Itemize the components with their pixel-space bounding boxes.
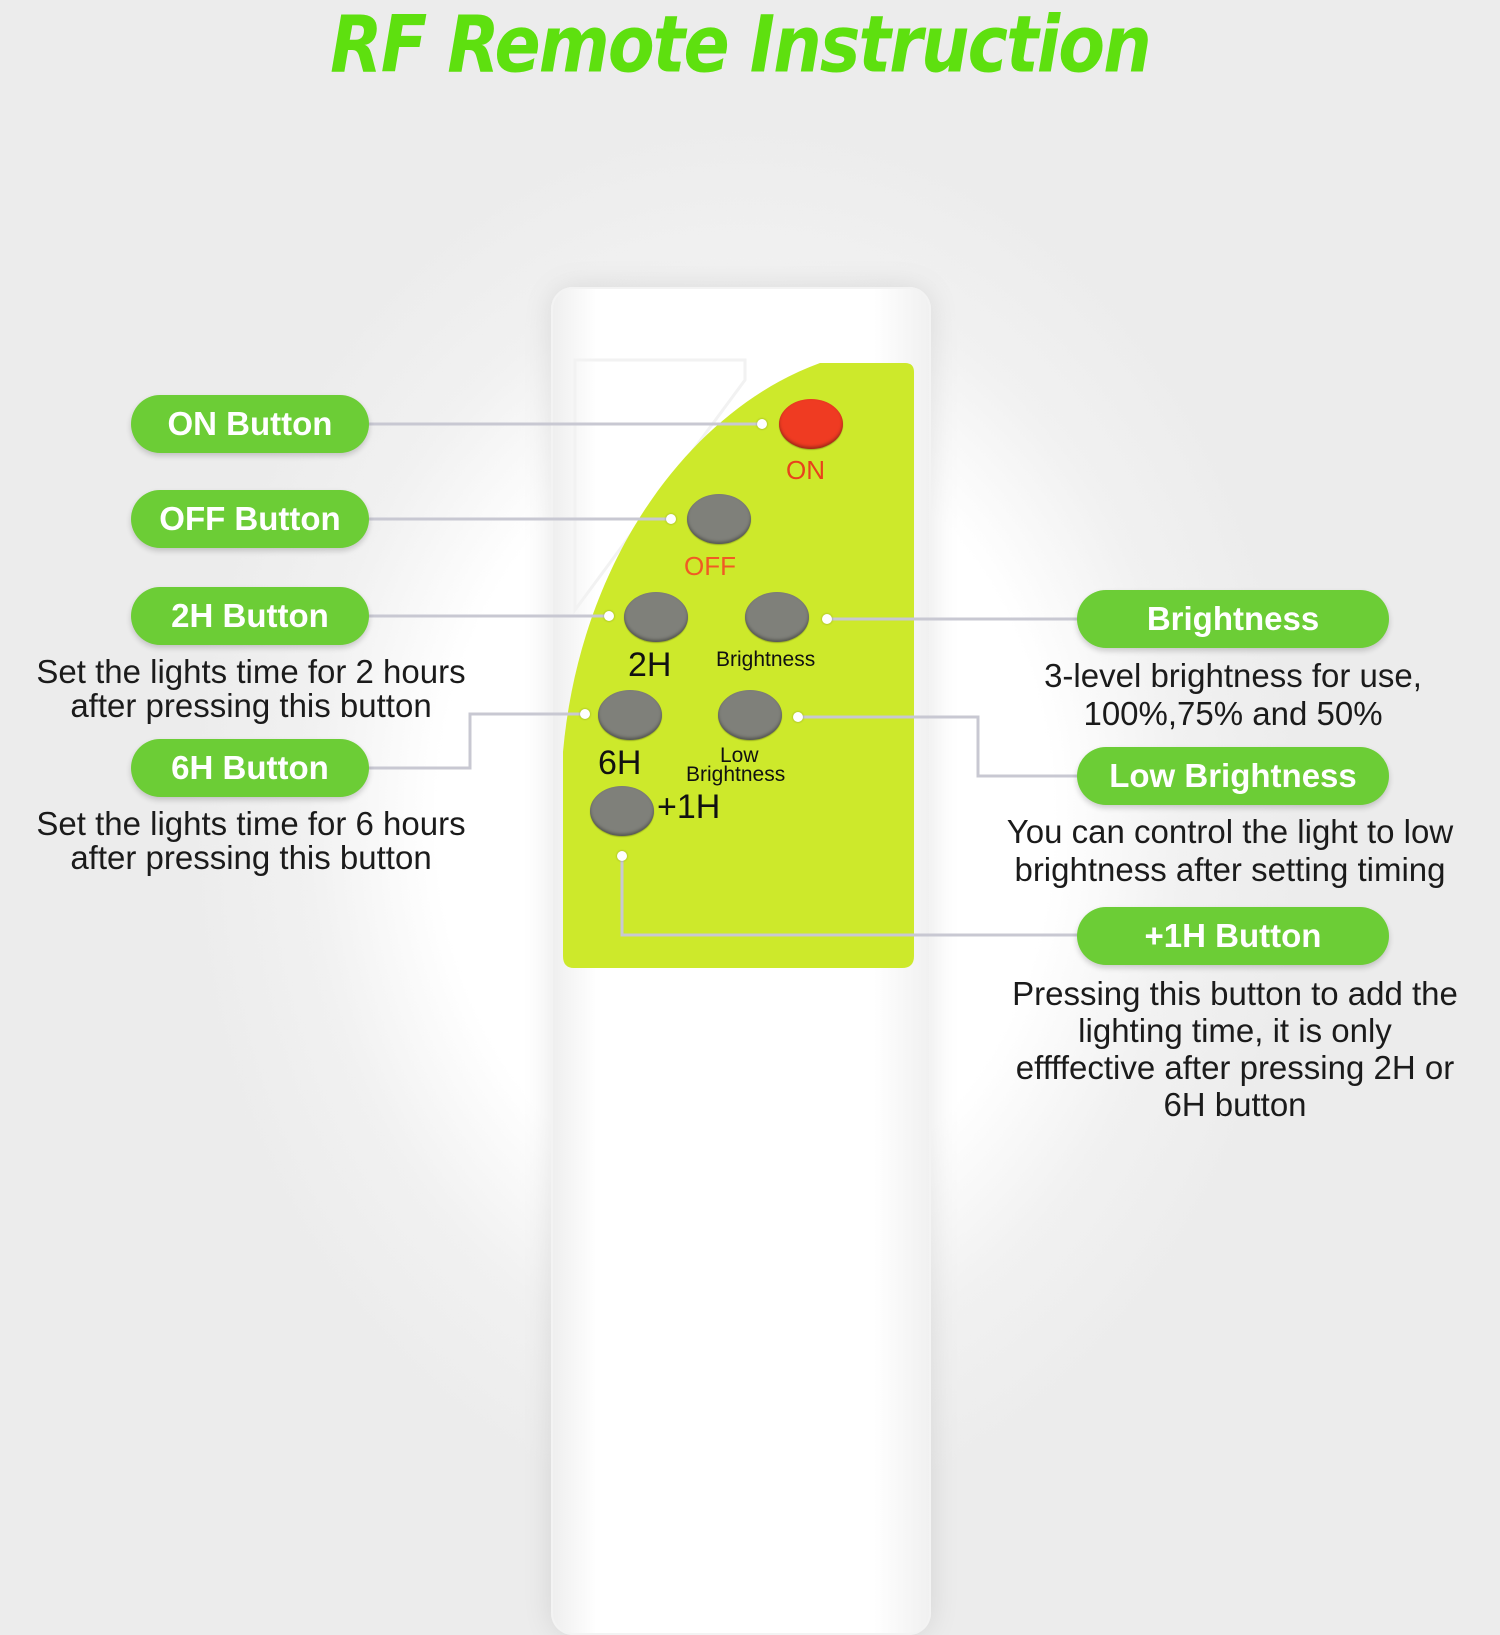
leader-line-6h [368, 712, 585, 770]
off-button-callout: OFF Button [131, 490, 369, 548]
plus-one-h-connector-dot [617, 851, 627, 861]
low-brightness-description: You can control the light to low brightn… [960, 813, 1500, 889]
plus-one-h-label: +1H [657, 788, 721, 826]
plus-one-h-desc-line2: lighting time, it is only [1078, 1012, 1392, 1049]
six-h-connector-dot [580, 709, 590, 719]
plus-one-h-callout: +1H Button [1077, 907, 1389, 965]
low-brightness-desc-line1: You can control the light to low [1006, 813, 1454, 850]
brightness-desc-line2: 100%,75% and 50% [1083, 695, 1383, 732]
off-connector-dot [666, 514, 676, 524]
two-h-label: 2H [628, 646, 672, 684]
six-h-desc-line1: Set the lights time for 6 hours [36, 805, 466, 842]
brightness-callout: Brightness [1077, 590, 1389, 648]
low-brightness-label-line2: Brightness [686, 763, 786, 786]
off-button[interactable] [687, 494, 751, 544]
six-h-desc-line2: after pressing this button [70, 839, 432, 876]
leader-line-low-brightness [798, 715, 1078, 778]
brightness-description: 3-level brightness for use, 100%,75% and… [990, 657, 1476, 733]
two-h-desc-line2: after pressing this button [70, 687, 432, 724]
six-h-button[interactable] [598, 690, 662, 740]
plus-one-h-desc-line1: Pressing this button to add the [1012, 975, 1458, 1012]
two-h-desc-line1: Set the lights time for 2 hours [36, 653, 466, 690]
plus-one-h-desc-line4: 6H button [1163, 1086, 1307, 1123]
low-brightness-connector-dot [793, 712, 803, 722]
brightness-button[interactable] [745, 592, 809, 642]
brightness-desc-line1: 3-level brightness for use, [1044, 657, 1422, 694]
two-h-connector-dot [604, 611, 614, 621]
on-button-callout: ON Button [131, 395, 369, 453]
on-label: ON [786, 455, 825, 485]
two-h-description: Set the lights time for 2 hours after pr… [0, 655, 502, 723]
on-connector-dot [757, 419, 767, 429]
six-h-description: Set the lights time for 6 hours after pr… [0, 807, 502, 875]
low-brightness-callout: Low Brightness [1077, 747, 1389, 805]
plus-one-h-button[interactable] [590, 786, 654, 836]
plus-one-h-desc-line3: effffective after pressing 2H or [1015, 1049, 1455, 1086]
low-brightness-button[interactable] [718, 690, 782, 740]
two-h-button-callout: 2H Button [131, 587, 369, 645]
off-label: OFF [684, 551, 736, 581]
low-brightness-desc-line2: brightness after setting timing [1014, 851, 1446, 888]
remote-inner-outline [573, 358, 747, 615]
two-h-button[interactable] [624, 592, 688, 642]
six-h-button-callout: 6H Button [131, 739, 369, 797]
leader-line-plus-1h [620, 858, 1078, 937]
page-title: RF Remote Instruction [330, 0, 1152, 91]
brightness-connector-dot [822, 614, 832, 624]
low-brightness-label-line1: Low [720, 744, 759, 767]
on-button[interactable] [779, 399, 843, 449]
plus-one-h-description: Pressing this button to add the lighting… [970, 975, 1500, 1123]
brightness-label: Brightness [716, 648, 816, 671]
six-h-label: 6H [598, 744, 642, 782]
